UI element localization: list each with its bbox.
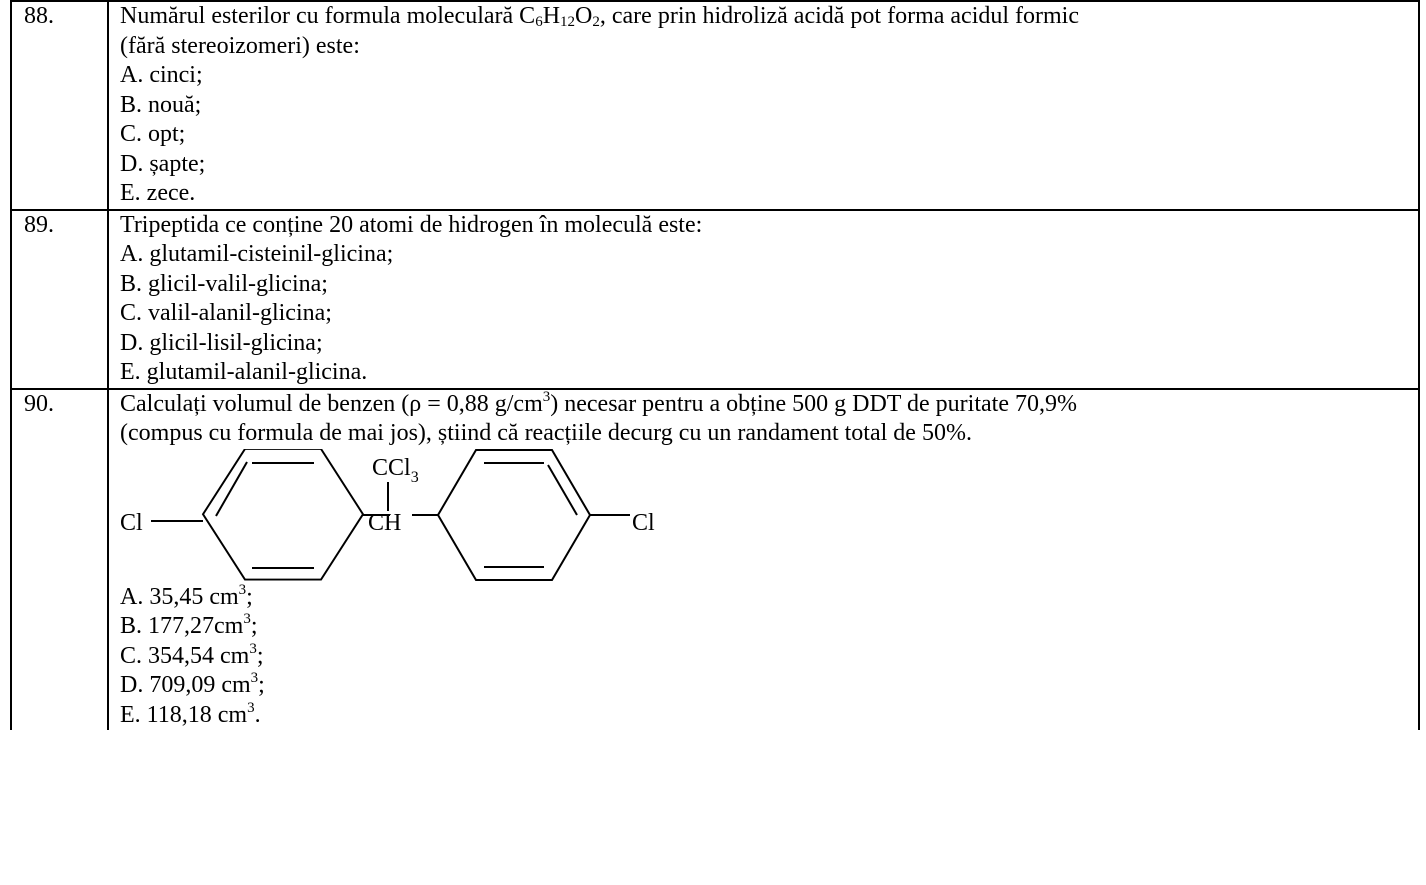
answer-option-a: A. 35,45 cm3;: [120, 581, 253, 610]
right-chlorine-label: Cl: [632, 510, 655, 536]
question-body: Calculați volumul de benzen (ρ = 0,88 g/…: [107, 387, 1420, 730]
answer-option-e: E. zece.: [120, 180, 196, 206]
answer-option-d: D. 709,09 cm3;: [120, 670, 265, 699]
question-body: Numărul esterilor cu formula moleculară …: [107, 0, 1420, 211]
left-benzene-ring: [201, 448, 365, 580]
question-row-90: 90. Calculați volumul de benzen (ρ = 0,8…: [10, 387, 1420, 730]
answer-option-c: C. valil-alanil-glicina;: [120, 300, 332, 326]
questions-table: 88. Numărul esterilor cu formula molecul…: [10, 0, 1420, 730]
answer-option-e: E. glutamil-alanil-glicina.: [120, 359, 368, 385]
answer-option-d: D. glicil-lisil-glicina;: [120, 329, 323, 356]
question-stem-continued: (compus cu formula de mai jos), știind c…: [120, 420, 972, 446]
question-number: 88.: [10, 0, 109, 211]
answer-option-c: C. opt;: [120, 121, 186, 147]
answer-option-a: A. glutamil-cisteinil-glicina;: [120, 241, 394, 267]
left-chlorine-label: Cl: [120, 510, 143, 536]
answer-option-e: E. 118,18 cm3.: [120, 699, 261, 728]
question-stem: Calculați volumul de benzen (ρ = 0,88 g/…: [120, 388, 1077, 417]
answer-option-b: B. nouă;: [120, 91, 202, 118]
left-ring-double-bond-left: [215, 461, 248, 516]
trichloromethyl-label: CCl3: [372, 455, 419, 486]
question-row-88: 88. Numărul esterilor cu formula molecul…: [10, 0, 1420, 211]
ddt-structure-svg: Cl CH CCl3: [120, 448, 655, 581]
answer-option-c: C. 354,54 cm3;: [120, 640, 264, 669]
methine-label: CH: [368, 510, 401, 536]
question-number: 89.: [10, 208, 109, 390]
right-benzene-ring: [436, 448, 592, 581]
answer-option-b: B. 177,27cm3;: [120, 611, 258, 640]
question-body: Tripeptida ce conține 20 atomi de hidrog…: [107, 208, 1420, 390]
ddt-structure-diagram: Cl CH CCl3: [120, 448, 1418, 583]
question-stem: Tripeptida ce conține 20 atomi de hidrog…: [120, 211, 703, 238]
answer-option-b: B. glicil-valil-glicina;: [120, 270, 328, 297]
answer-option-d: D. șapte;: [120, 150, 206, 177]
question-stem: Numărul esterilor cu formula moleculară …: [120, 3, 1079, 30]
question-number: 90.: [10, 387, 109, 730]
right-ring-double-bond-right: [547, 463, 578, 516]
question-row-89: 89. Tripeptida ce conține 20 atomi de hi…: [10, 208, 1420, 390]
answer-option-a: A. cinci;: [120, 62, 203, 88]
question-stem-continued: (fără stereoizomeri) este:: [120, 32, 360, 59]
